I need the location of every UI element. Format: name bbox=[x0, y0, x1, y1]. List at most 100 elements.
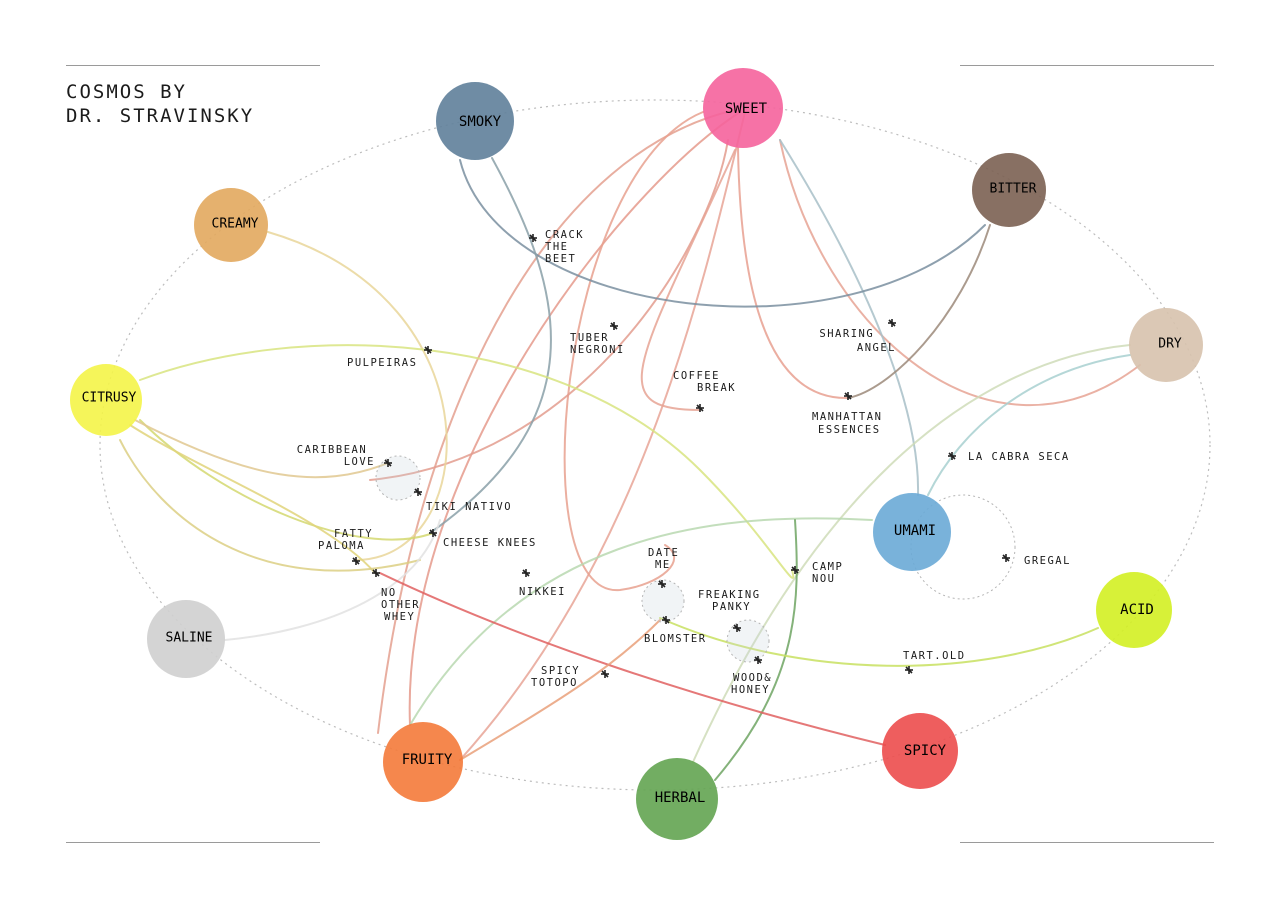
label-blomster: BLOMSTER bbox=[644, 633, 707, 645]
node-citrusy-label: CITRUSY bbox=[82, 391, 137, 406]
cluster-umami-gregal bbox=[910, 494, 1016, 600]
label-sharing-angel: SHARING ANGEL bbox=[819, 328, 896, 354]
cluster-caribbean-tiki bbox=[375, 455, 421, 501]
connection-creamy-12 bbox=[267, 231, 448, 561]
node-creamy: CREAMY bbox=[194, 188, 268, 262]
flavor-nodes: SMOKY SWEET BITTER CREAMY DRY CITRUSY UM… bbox=[70, 68, 1203, 840]
connection-sweet-5 bbox=[737, 147, 849, 400]
node-smoky-circle bbox=[436, 82, 514, 160]
label-cheese-knees: CHEESE KNEES bbox=[443, 537, 537, 549]
top-left-rule bbox=[66, 65, 320, 66]
node-umami-label: UMAMI bbox=[894, 523, 936, 539]
marker-tart-old bbox=[905, 666, 913, 674]
marker-crack-the-beet bbox=[529, 234, 537, 242]
marker-blomster bbox=[662, 616, 670, 624]
connection-citrusy-16 bbox=[119, 439, 421, 572]
node-sweet-label: SWEET bbox=[725, 101, 768, 117]
label-caribbean-love: CARIBBEAN LOVE bbox=[297, 444, 375, 468]
node-citrusy-circle bbox=[70, 364, 142, 436]
node-sweet: SWEET bbox=[703, 68, 783, 148]
label-fatty-paloma: FATTY PALOMA bbox=[318, 528, 381, 552]
connection-saline-18 bbox=[224, 519, 441, 641]
node-saline: SALINE bbox=[147, 600, 225, 678]
node-herbal: HERBAL bbox=[636, 758, 718, 840]
marker-fatty-paloma bbox=[352, 557, 360, 565]
label-crack-the-beet: CRACK THE BEET bbox=[545, 229, 592, 265]
node-acid-circle bbox=[1096, 572, 1172, 648]
top-right-rule bbox=[960, 65, 1214, 66]
cluster-panky-wood bbox=[726, 619, 770, 663]
node-saline-label: SALINE bbox=[166, 631, 213, 646]
marker-la-cabra-seca bbox=[948, 452, 956, 460]
diagram-title: COSMOS BY DR. STRAVINSKY bbox=[66, 80, 254, 128]
title-line-2: DR. STRAVINSKY bbox=[66, 105, 255, 127]
marker-gregal bbox=[1002, 554, 1010, 562]
node-bitter-circle bbox=[972, 153, 1046, 227]
marker-tuber-negroni bbox=[610, 322, 618, 330]
marker-wood-honey bbox=[754, 656, 762, 664]
title-line-1: COSMOS BY bbox=[66, 81, 187, 103]
connection-herbal-22 bbox=[714, 519, 798, 781]
cluster-date-blomster bbox=[641, 579, 685, 623]
marker-spicy-totopo bbox=[601, 670, 609, 678]
connection-bitter-11 bbox=[847, 224, 991, 399]
connection-acid-23 bbox=[659, 617, 1099, 667]
node-saline-circle bbox=[147, 600, 225, 678]
node-umami-circle bbox=[873, 493, 951, 571]
marker-no-other-whey bbox=[372, 569, 380, 577]
marker-freaking-panky bbox=[733, 624, 741, 632]
node-fruity-circle bbox=[383, 722, 463, 802]
cocktail-labels: CRACK THE BEET TUBER NEGRONI SHARING ANG… bbox=[297, 229, 1071, 696]
connection-citrusy-17 bbox=[134, 419, 389, 479]
marker-nikkei bbox=[522, 569, 530, 577]
label-la-cabra-seca: LA CABRA SECA bbox=[968, 451, 1070, 463]
marker-sharing-angel bbox=[888, 319, 896, 327]
marker-coffee-break bbox=[696, 404, 704, 412]
connection-spicy-24 bbox=[379, 572, 886, 746]
label-manhattan-essences: MANHATTAN ESSENCES bbox=[812, 411, 890, 436]
bottom-left-rule bbox=[66, 842, 320, 843]
outer-orbit bbox=[99, 99, 1211, 791]
label-coffee-break: COFFEE BREAK bbox=[673, 370, 736, 394]
connection-lines bbox=[119, 109, 1141, 781]
label-pulpeiras: PULPEIRAS bbox=[347, 357, 417, 369]
node-spicy-circle bbox=[882, 713, 958, 789]
cocktail-markers bbox=[352, 234, 1010, 678]
node-smoky-label: SMOKY bbox=[459, 114, 502, 130]
label-nikkei: NIKKEI bbox=[519, 586, 566, 598]
connection-fruity-25 bbox=[459, 619, 661, 761]
label-tiki-nativo: TIKI NATIVO bbox=[426, 501, 512, 513]
marker-tiki-nativo bbox=[414, 488, 422, 496]
connection-sweet-7 bbox=[779, 139, 1141, 407]
node-creamy-label: CREAMY bbox=[212, 217, 259, 232]
marker-cheese-knees bbox=[429, 529, 437, 537]
node-fruity-label: FRUITY bbox=[402, 752, 453, 768]
marker-pulpeiras bbox=[424, 346, 432, 354]
cluster-circles bbox=[375, 455, 1016, 663]
node-dry-label: DRY bbox=[1158, 337, 1182, 352]
marker-caribbean-love bbox=[384, 459, 392, 467]
connection-umami-21 bbox=[409, 517, 873, 726]
bottom-right-rule bbox=[960, 842, 1214, 843]
connection-dry-20 bbox=[927, 354, 1131, 496]
node-spicy-label: SPICY bbox=[904, 743, 947, 759]
marker-manhattan-essences bbox=[844, 392, 852, 400]
node-dry: DRY bbox=[1129, 308, 1203, 382]
connection-citrusy-13 bbox=[139, 344, 795, 579]
label-tart-old: TART.OLD bbox=[903, 650, 966, 662]
node-bitter: BITTER bbox=[972, 153, 1046, 227]
label-gregal: GREGAL bbox=[1024, 555, 1071, 567]
label-wood-honey: WOOD& HONEY bbox=[731, 672, 780, 696]
connection-sweet-3 bbox=[563, 111, 704, 592]
marker-date-me bbox=[658, 580, 666, 588]
connection-sweet-6 bbox=[640, 149, 736, 411]
connection-smoky-10 bbox=[429, 157, 552, 534]
connection-dry-19 bbox=[692, 344, 1131, 763]
node-umami: UMAMI bbox=[873, 493, 951, 571]
connection-citrusy-15 bbox=[129, 424, 376, 574]
node-sweet-circle bbox=[703, 68, 783, 148]
node-herbal-label: HERBAL bbox=[655, 790, 706, 806]
label-date-me: DATE ME bbox=[648, 547, 687, 571]
node-acid: ACID bbox=[1096, 572, 1172, 648]
